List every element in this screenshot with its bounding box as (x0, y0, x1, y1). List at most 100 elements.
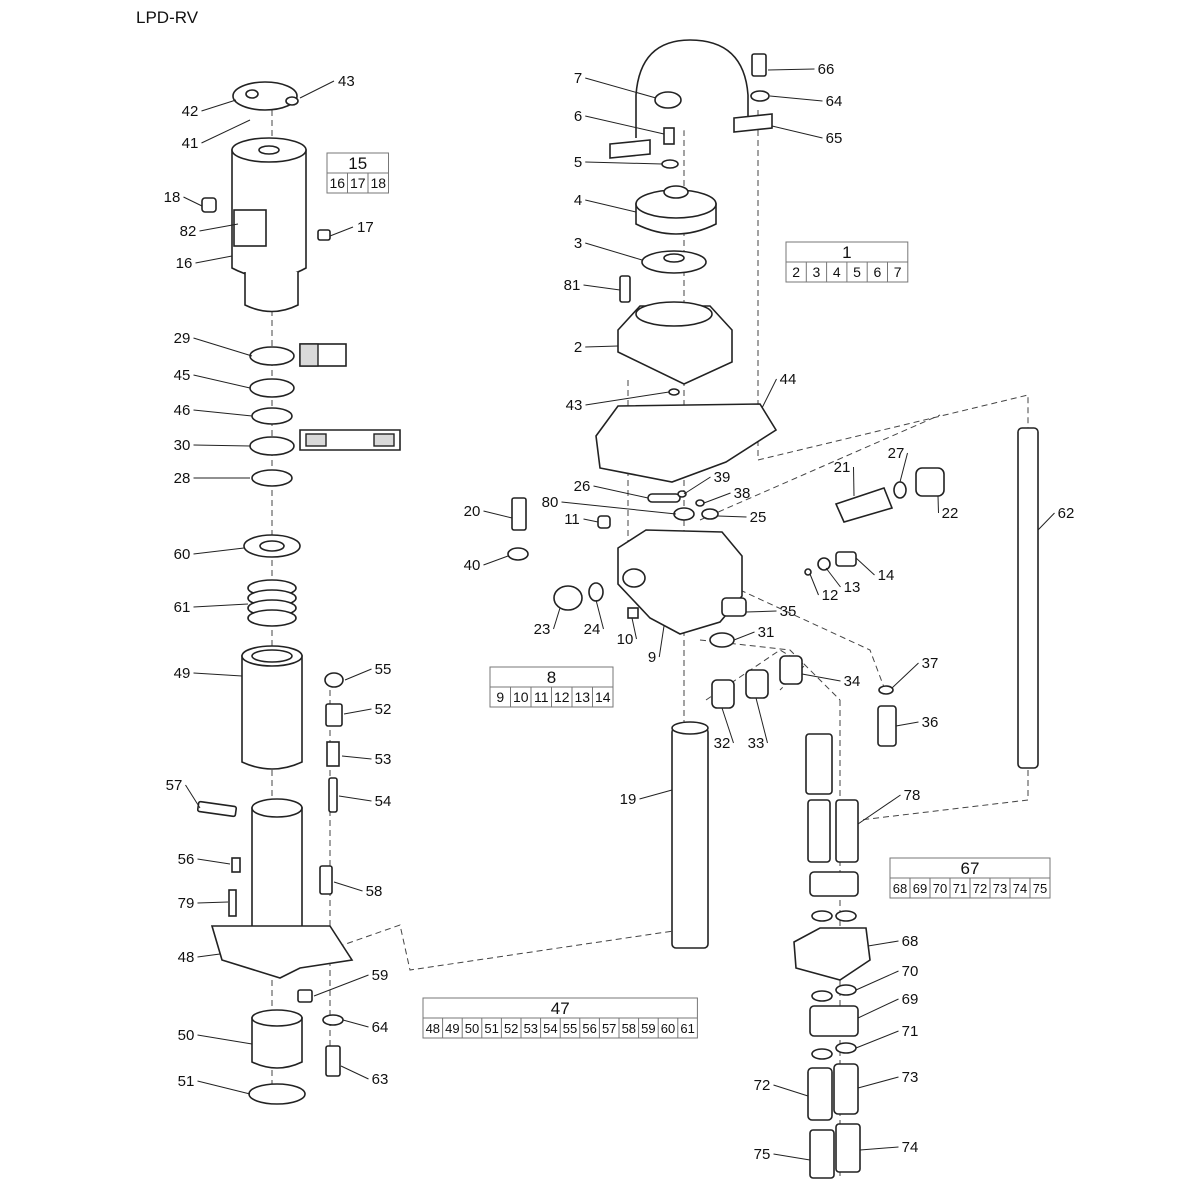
fitting-36 (877, 705, 897, 747)
washer-5 (661, 159, 679, 169)
callout-25: 25 (750, 509, 767, 526)
leader-line (299, 80, 335, 99)
callout-11: 11 (564, 511, 580, 528)
leader-line (344, 668, 372, 681)
callout-80: 80 (542, 494, 559, 511)
manifold-68 (793, 927, 871, 981)
leader-line (755, 697, 768, 744)
leader-line (193, 603, 249, 608)
leader-line (859, 1146, 899, 1151)
callout-18: 18 (164, 189, 181, 206)
group-sub-label: 61 (680, 1021, 694, 1036)
leader-line (199, 223, 239, 232)
leader-line (658, 625, 665, 658)
group-sub-label: 72 (973, 881, 987, 896)
leader-line (197, 901, 229, 904)
leader-line (855, 1030, 899, 1049)
callout-73: 73 (902, 1069, 919, 1086)
callout-20: 20 (464, 503, 481, 520)
ball-12 (804, 568, 812, 576)
spring-53 (326, 741, 340, 767)
callout-22: 22 (942, 505, 959, 522)
callout-34: 34 (844, 673, 861, 690)
plug-23 (553, 585, 583, 611)
washer-64 (322, 1014, 344, 1026)
leader-line (197, 1080, 251, 1095)
group-sub-label: 58 (622, 1021, 636, 1036)
callout-74: 74 (902, 1139, 919, 1156)
callout-32: 32 (714, 735, 731, 752)
washer-13 (817, 557, 831, 571)
callout-69: 69 (902, 991, 919, 1008)
screw-58 (319, 865, 333, 895)
callout-33: 33 (748, 735, 765, 752)
group-sub-label: 73 (993, 881, 1007, 896)
leader-line (855, 557, 875, 576)
hose-end-78a (805, 733, 833, 795)
washer-64b (750, 90, 770, 102)
leader-line (773, 1084, 809, 1097)
callout-30: 30 (174, 437, 191, 454)
leader-line (683, 476, 711, 495)
group-main-label: 47 (551, 999, 570, 1018)
o-ring-27 (893, 481, 907, 499)
callout-3: 3 (574, 235, 582, 252)
group-sub-label: 56 (582, 1021, 596, 1036)
callout-62: 62 (1058, 505, 1075, 522)
callout-31: 31 (758, 624, 775, 641)
leader-line (853, 466, 855, 497)
diagram-title: LPD-RV (136, 8, 199, 27)
group-sub-label: 68 (893, 881, 907, 896)
callout-49: 49 (174, 665, 191, 682)
leader-line (857, 794, 901, 825)
leader-line (899, 452, 908, 483)
pin-56 (231, 857, 241, 873)
group-sub-label: 54 (543, 1021, 557, 1036)
callout-65: 65 (826, 130, 843, 147)
leader-line (745, 610, 777, 613)
callout-5: 5 (574, 154, 582, 171)
o-ring-37 (878, 685, 894, 695)
leader-line (721, 707, 734, 744)
callout-38: 38 (734, 485, 751, 502)
leader-line (197, 858, 231, 865)
group-main-label: 1 (842, 243, 851, 262)
bushing-50 (251, 1017, 303, 1069)
leader-line (561, 501, 677, 515)
group-sub-label: 2 (792, 264, 800, 280)
leader-line (201, 99, 237, 112)
leader-line (1037, 512, 1055, 531)
group-sub-label: 53 (524, 1021, 538, 1036)
leader-line (193, 374, 251, 389)
group-sub-label: 57 (602, 1021, 616, 1036)
leader-line (717, 515, 747, 518)
group-sub-label: 3 (813, 264, 821, 280)
callout-43: 43 (566, 397, 583, 414)
group-sub-label: 55 (563, 1021, 577, 1036)
callout-57: 57 (166, 777, 183, 794)
leader-line (809, 573, 819, 596)
callout-56: 56 (178, 851, 195, 868)
left-assembly (196, 81, 401, 1105)
callout-19: 19 (620, 791, 637, 808)
o-ring-25 (701, 508, 719, 520)
fitting-22 (915, 467, 945, 497)
callout-63: 63 (372, 1071, 389, 1088)
leader-line (639, 789, 673, 800)
leader-line (855, 970, 899, 991)
callout-66: 66 (818, 61, 835, 78)
callout-7: 7 (574, 70, 582, 87)
leader-line (338, 795, 372, 802)
group-sub-label: 74 (1013, 881, 1027, 896)
callout-39: 39 (714, 469, 731, 486)
leader-lines (183, 68, 1055, 1161)
callout-37: 37 (922, 655, 939, 672)
callout-82: 82 (180, 223, 197, 240)
pin-10 (627, 607, 639, 619)
spring-61 (247, 579, 297, 627)
leader-line (333, 881, 363, 892)
group-sub-label: 16 (329, 175, 345, 191)
leader-line (193, 672, 243, 677)
